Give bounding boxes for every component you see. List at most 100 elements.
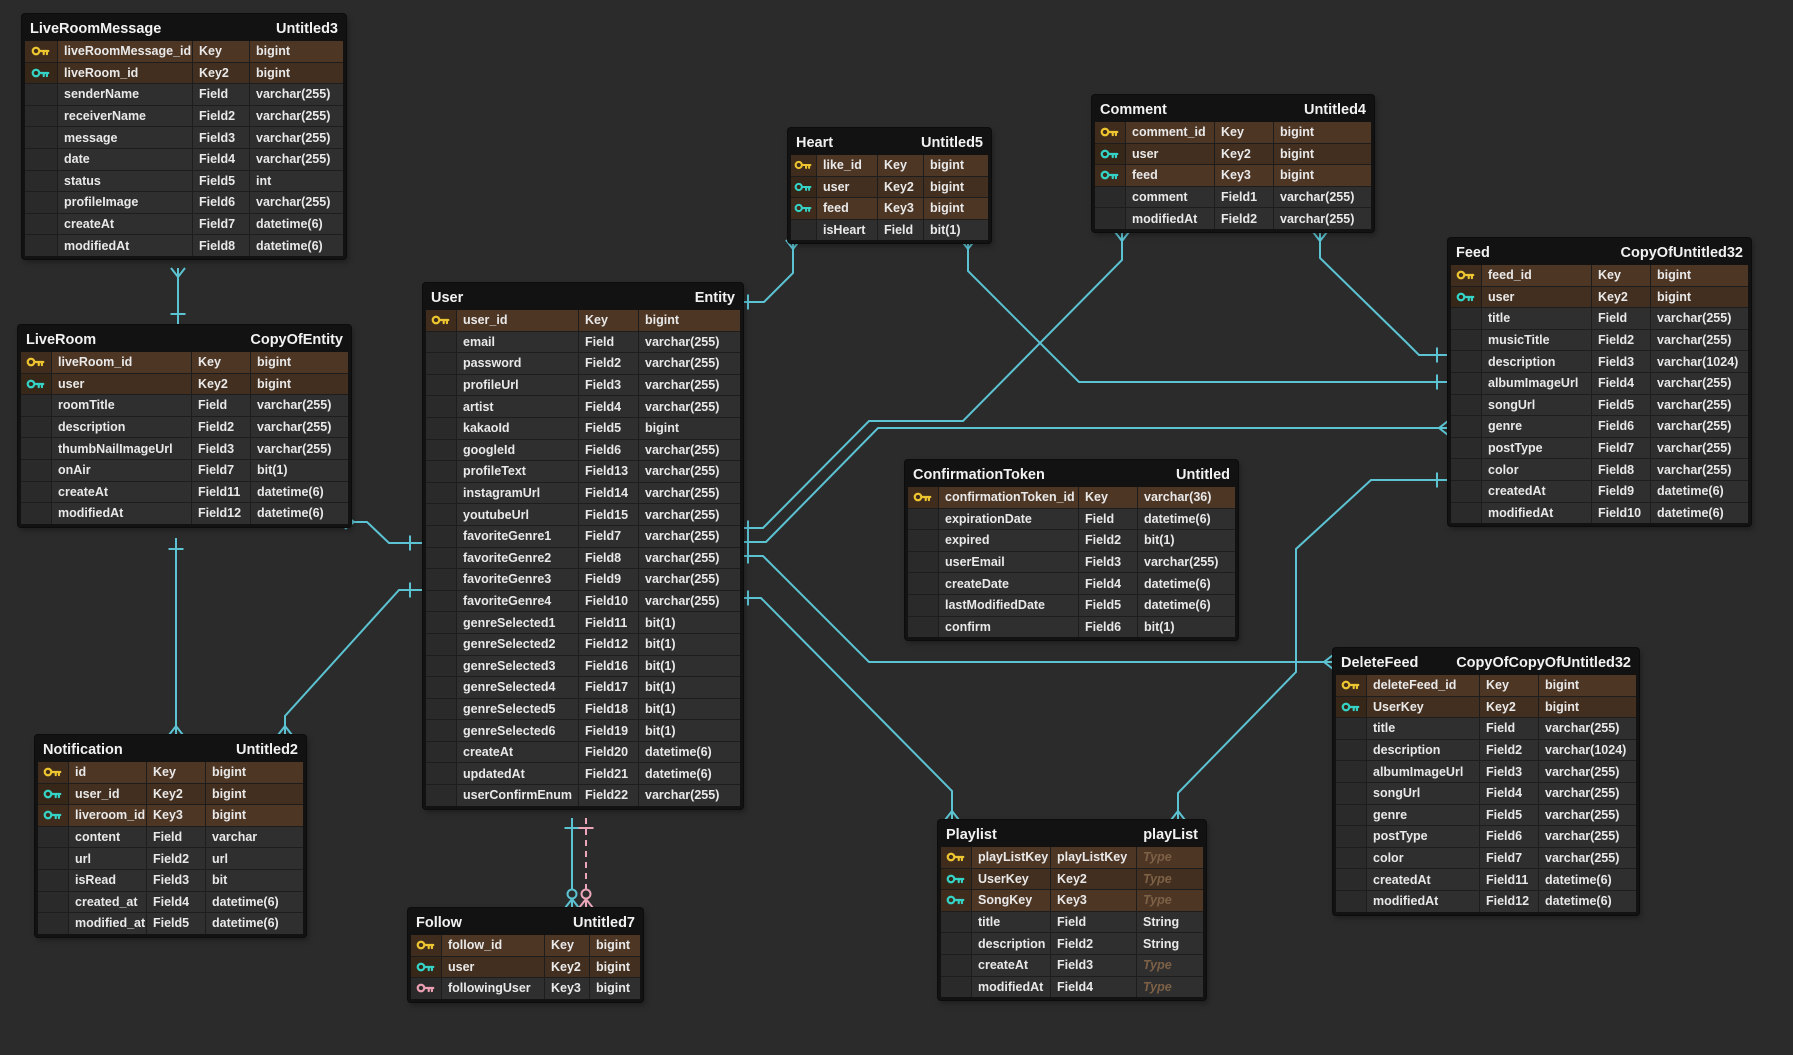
column-name: postType <box>1367 826 1479 847</box>
primary-key-cell <box>21 352 51 373</box>
foreign-key-cell <box>1095 143 1125 165</box>
column-key: Field4 <box>1480 782 1538 804</box>
column-type: bigint <box>206 762 303 783</box>
primary-key-icon <box>1341 680 1360 690</box>
column-name: modifiedAt <box>972 976 1050 998</box>
key-icon-cell-empty <box>908 594 938 616</box>
column-type: varchar(255) <box>639 439 740 461</box>
column-name: description <box>972 933 1050 954</box>
column-key: Field8 <box>193 235 249 256</box>
relationship-notification-user[interactable] <box>284 589 423 735</box>
column-type: bigint <box>924 198 988 219</box>
column-key: Field <box>878 219 923 241</box>
relationship-feed-user[interactable] <box>737 427 1448 543</box>
relationship-comment-feed[interactable] <box>1319 232 1448 356</box>
relationship-liveroom-user[interactable] <box>345 521 423 544</box>
column-name: description <box>52 416 191 438</box>
column-key: Field6 <box>1592 416 1650 437</box>
primary-key-cell <box>25 41 57 62</box>
column-key: Key3 <box>1215 165 1273 186</box>
column-name: profileImage <box>58 192 192 213</box>
column-key: Field7 <box>193 213 249 235</box>
column-name: youtubeUrl <box>457 504 578 525</box>
column-name: user_id <box>69 783 146 805</box>
column-key: Key <box>1215 122 1273 143</box>
primary-key-icon <box>43 767 62 777</box>
key-icon-cell-empty <box>908 530 938 551</box>
relationship-deletefeed-user[interactable] <box>737 555 1333 663</box>
relationship-heart-feed[interactable] <box>967 240 1448 383</box>
column-name: favoriteGenre3 <box>457 569 578 590</box>
column-name: color <box>1367 847 1479 869</box>
key-icon-cell-empty <box>1451 459 1481 480</box>
key-icon-cell-empty <box>25 84 57 105</box>
primary-key-icon <box>946 852 965 862</box>
column-type: bigint <box>1274 122 1371 143</box>
key-icon-cell-empty <box>1451 351 1481 372</box>
foreign-key-cell <box>411 978 441 999</box>
column-type: varchar(255) <box>250 105 343 127</box>
entity-physical-name: Heart <box>796 135 834 151</box>
relationship-comment-user[interactable] <box>737 232 1123 529</box>
column-key: Field5 <box>1480 804 1538 826</box>
key-icon-cell-empty <box>38 826 68 848</box>
column-type: Type <box>1137 954 1203 976</box>
key-icon-cell-empty <box>1336 826 1366 847</box>
cardinality-marker <box>168 724 184 736</box>
entity-logical-name: Untitled3 <box>275 21 338 37</box>
column-type: bit(1) <box>639 633 740 655</box>
key-icon-cell-empty <box>426 461 456 482</box>
key-icon-cell-empty <box>1451 480 1481 502</box>
primary-key-cell <box>1451 265 1481 286</box>
column-type: bigint <box>1274 165 1371 186</box>
column-name: profileUrl <box>457 374 578 396</box>
relationship-heart-user[interactable] <box>737 240 794 303</box>
column-type: bigint <box>924 155 988 176</box>
key-icon-cell-empty <box>21 395 51 416</box>
column-type: bigint <box>251 373 348 395</box>
column-key: Field2 <box>579 353 638 374</box>
column-name: genreSelected6 <box>457 720 578 741</box>
column-type: datetime(6) <box>250 235 343 256</box>
column-type: bit(1) <box>1138 530 1235 551</box>
column-key: Field10 <box>1592 502 1650 524</box>
relationship-playlist-feed[interactable] <box>1177 479 1448 820</box>
key-icon-cell-empty <box>21 416 51 438</box>
column-type: varchar(255) <box>1539 847 1636 869</box>
key-icon-cell-empty <box>426 569 456 590</box>
column-type: varchar(255) <box>1274 186 1371 208</box>
column-name: modifiedAt <box>1367 890 1479 912</box>
column-name: googleId <box>457 439 578 461</box>
column-key: Field2 <box>1051 933 1136 954</box>
key-icon-cell-empty <box>941 954 971 976</box>
column-name: modifiedAt <box>58 235 192 256</box>
column-type: varchar(255) <box>1651 437 1748 459</box>
column-key: Field4 <box>1051 976 1136 998</box>
key-icon-cell-empty <box>1336 847 1366 869</box>
